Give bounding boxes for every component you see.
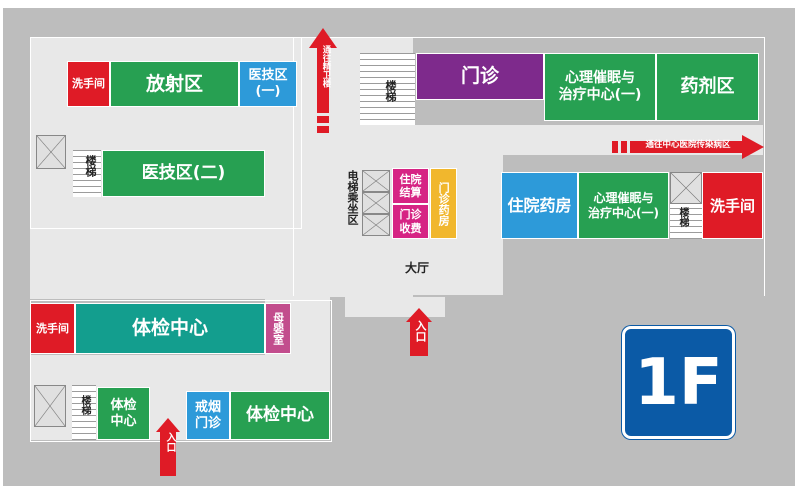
room-psych-2: 心理催眠与 治疗中心(一) — [578, 172, 669, 239]
stairs-icon — [72, 385, 96, 440]
room-pharmacy: 药剂区 — [656, 53, 759, 121]
room-restroom-west: 洗手间 — [30, 303, 75, 354]
floor-area-nw-top — [60, 37, 260, 49]
arrow-up-icon — [306, 28, 340, 133]
label-stairs-sw: 楼梯 — [79, 395, 90, 415]
room-medtech-2: 医技区(二) — [102, 150, 265, 197]
elevator-icon — [670, 172, 702, 204]
room-medtech-1: 医技区 (一) — [239, 61, 297, 107]
floor-badge: 1F — [622, 326, 735, 439]
room-outpatient: 门诊 — [416, 53, 544, 100]
room-smoking-clinic: 戒烟 门诊 — [186, 391, 230, 440]
label-stairs-north: 楼梯 — [384, 80, 397, 102]
elevator-icon — [362, 192, 390, 214]
room-radiology: 放射区 — [110, 61, 239, 107]
label-stairs-east: 楼梯 — [677, 207, 688, 227]
elevator-icon — [36, 135, 66, 169]
elevator-icon — [34, 385, 66, 427]
stairs-icon — [73, 150, 101, 197]
room-inpatient-pharmacy: 住院药房 — [501, 172, 578, 239]
stairs-icon — [360, 53, 415, 125]
room-outpatient-fees: 门诊 收费 — [392, 204, 429, 239]
label-hall: 大厅 — [404, 261, 429, 275]
wall-outline-ne — [293, 37, 765, 296]
label-entrance-south: 入口 — [164, 432, 175, 452]
label-entrance-main: 入口 — [414, 320, 427, 342]
elevator-icon — [362, 170, 390, 192]
label-elevator-area: 电梯乘坐区 — [346, 170, 359, 225]
arrow-up-icon — [156, 418, 180, 476]
room-psych-1: 心理催眠与 治疗中心(一) — [544, 53, 656, 121]
label-to-infectious: 通往中心医院传染病区 — [645, 140, 731, 150]
room-restroom-east: 洗手间 — [702, 172, 763, 239]
room-physical-exam-3: 体检中心 — [230, 391, 330, 440]
room-physical-exam-2: 体检 中心 — [97, 387, 150, 440]
room-maternity: 母婴室 — [265, 303, 291, 354]
arrow-up-icon — [406, 308, 432, 356]
room-physical-exam-1: 体检中心 — [75, 303, 265, 354]
elevator-icon — [362, 214, 390, 236]
room-restroom-nw: 洗手间 — [67, 61, 110, 107]
room-inpatient-settlement: 住院 结算 — [392, 168, 429, 204]
wall-outline-nw — [30, 37, 302, 229]
label-to-psychiatric: 通往精卫楼 — [321, 45, 331, 88]
label-stairs-nw: 楼梯 — [84, 155, 97, 177]
wall-outline-sw — [30, 300, 332, 442]
room-outpatient-pharmacy: 门诊药房 — [430, 168, 457, 239]
floor-area-west-corridor — [30, 227, 330, 299]
arrow-right-icon — [612, 135, 764, 159]
